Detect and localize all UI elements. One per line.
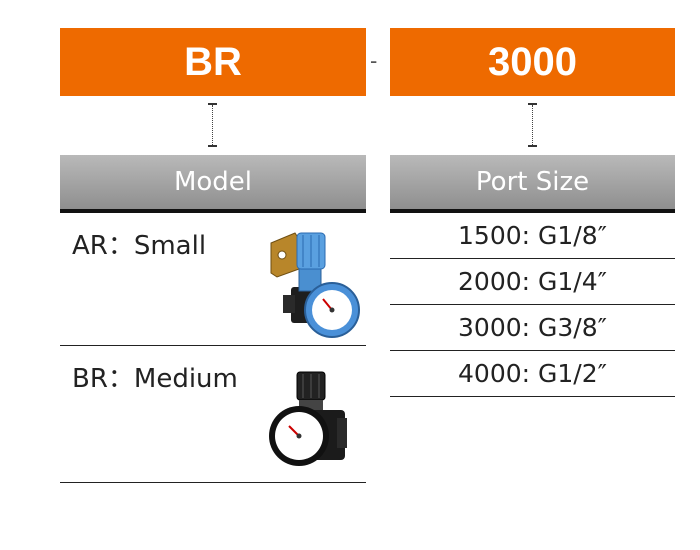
port-size-header-label: Port Size [475, 167, 590, 197]
port-size-row: 3000: G3/8″ [390, 305, 675, 351]
medium-regulator-icon [269, 371, 347, 466]
code-separator: - [370, 48, 378, 73]
model-code-box: BR [60, 28, 366, 96]
small-regulator-icon [270, 232, 360, 338]
port-size-header: Port Size [390, 155, 675, 213]
model-label-br: BR：Medium [72, 364, 238, 394]
port-connector [528, 103, 537, 147]
model-code: BR [184, 39, 242, 84]
model-row-br: BR：Medium [60, 346, 366, 483]
port-size-row: 2000: G1/4″ [390, 259, 675, 305]
model-label-ar: AR：Small [72, 231, 207, 261]
model-header-label: Model [173, 167, 253, 197]
model-connector [208, 103, 217, 147]
model-header: Model [60, 155, 366, 213]
port-code: 3000 [488, 39, 577, 84]
port-code-box: 3000 [390, 28, 675, 96]
port-size-row: 4000: G1/2″ [390, 351, 675, 397]
port-size-list: 1500: G1/8″ 2000: G1/4″ 3000: G3/8″ 4000… [390, 213, 675, 397]
model-row-ar: AR：Small [60, 213, 366, 346]
port-size-row: 1500: G1/8″ [390, 213, 675, 259]
